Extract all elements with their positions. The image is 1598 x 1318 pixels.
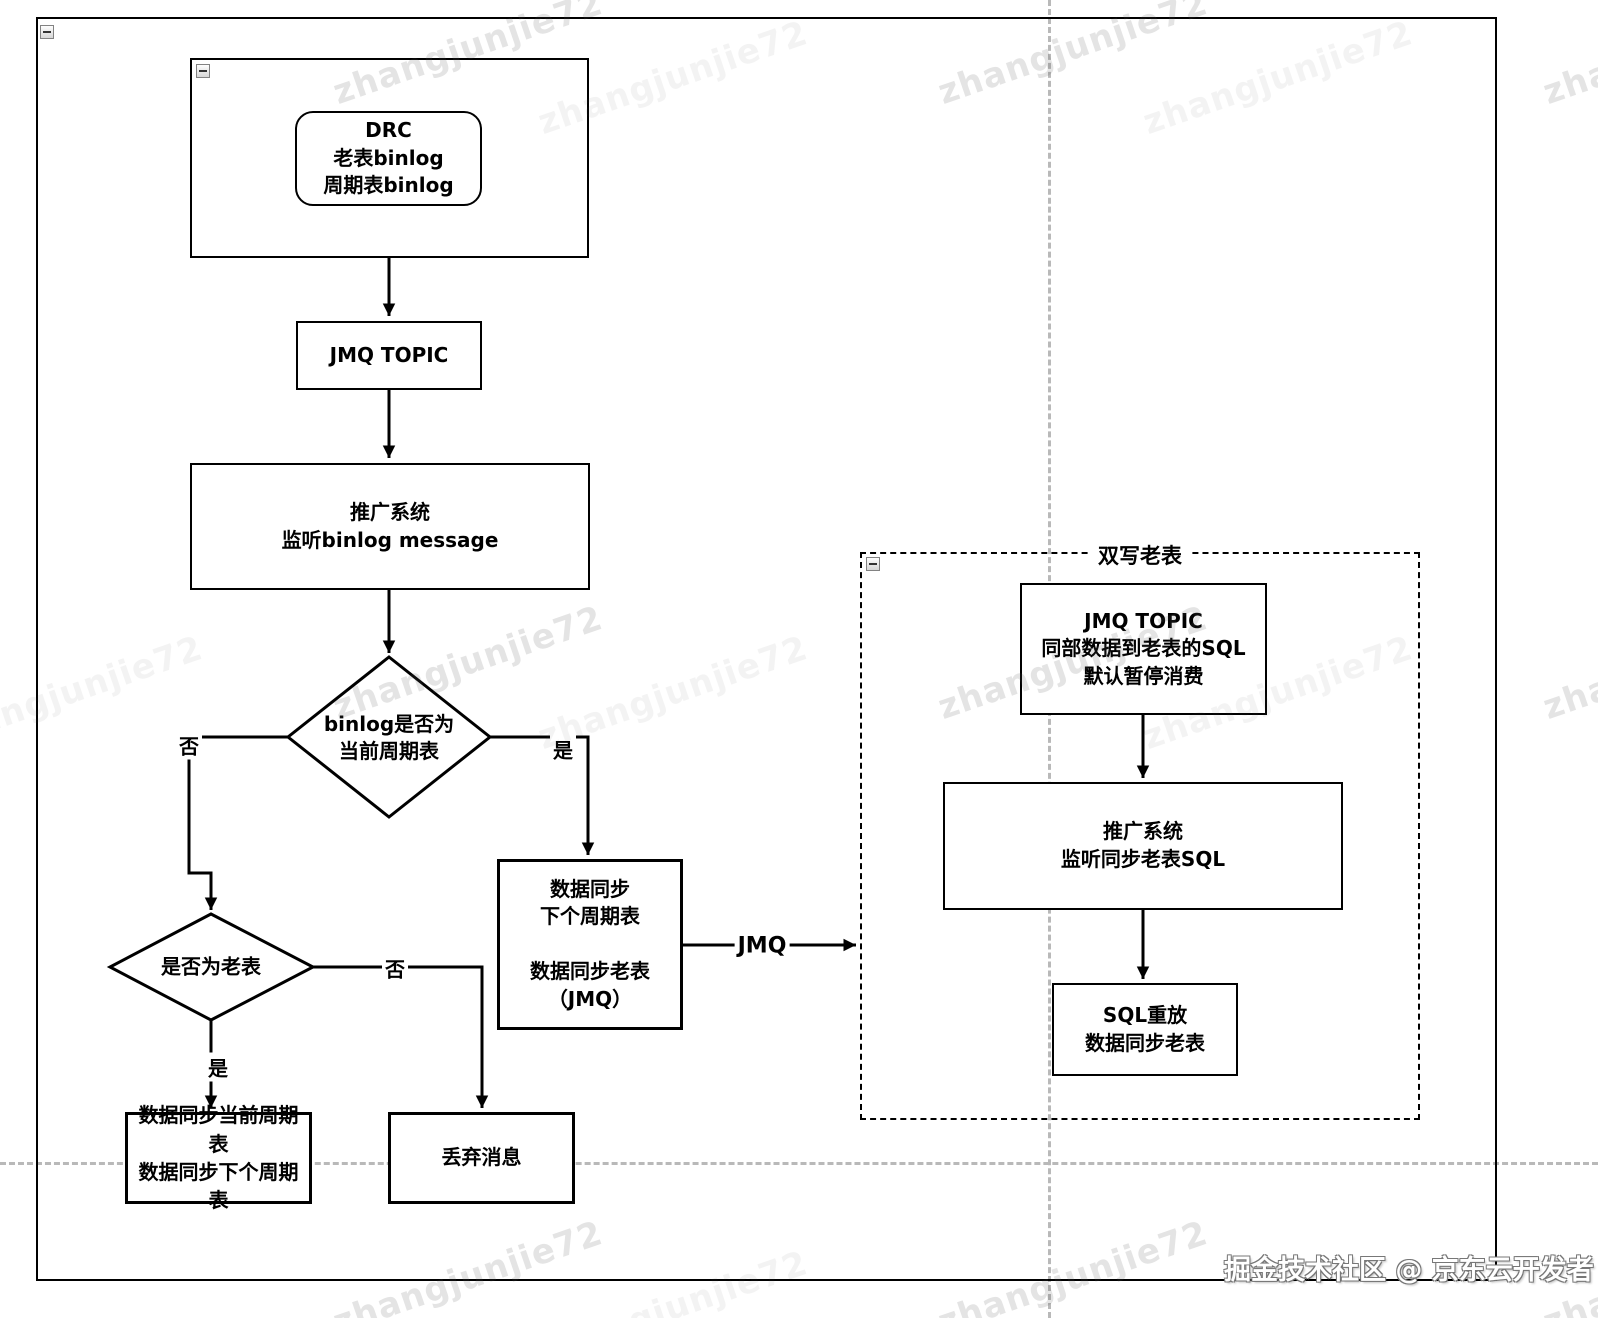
watermark-text: zhangjunjie72	[1538, 598, 1598, 728]
site-credit: 掘金技术社区 @ 京东云开发者	[1224, 1255, 1594, 1286]
node-sync-next-cycle: 数据同步 下个周期表 数据同步老表 （JMQ）	[497, 859, 683, 1030]
double-write-group-frame: 双写老表	[860, 540, 1420, 1120]
outer-group-frame	[36, 17, 1497, 1281]
collapse-icon[interactable]	[196, 64, 210, 78]
watermark-text: zhangjunjie72	[1538, 0, 1598, 113]
connector-oldtable-no-to-discard	[313, 965, 489, 1108]
edge-label-yes: 是	[550, 734, 576, 764]
node-jmq-topic: JMQ TOPIC	[296, 321, 482, 390]
edge-label-no: 否	[176, 730, 202, 760]
node-drc: DRC 老表binlog 周期表binlog	[295, 111, 482, 206]
node-promo-listener: 推广系统 监听binlog message	[190, 463, 590, 590]
connector-decision-yes-to-syncnext	[490, 735, 595, 855]
decision-old-table-diamond	[106, 912, 317, 1022]
page-guide-horizontal	[0, 1162, 1598, 1165]
double-write-group-title: 双写老表	[1090, 540, 1190, 570]
decision-old-table-label: 是否为老表	[161, 954, 261, 979]
node-sql-replay: SQL重放 数据同步老表	[1052, 983, 1238, 1076]
collapse-icon[interactable]	[866, 557, 880, 571]
decision-binlog-diamond	[285, 655, 493, 819]
collapse-icon[interactable]	[40, 25, 54, 39]
decision-binlog-label: binlog是否为 当前周期表	[323, 712, 455, 763]
edge-label-yes: 是	[205, 1052, 231, 1082]
minus-icon	[199, 70, 207, 72]
minus-icon	[869, 563, 877, 565]
minus-icon	[43, 31, 51, 33]
edge-label-no: 否	[382, 953, 408, 983]
connector-decision-no-to-oldtable	[187, 735, 288, 910]
node-sync-current-cycle: 数据同步当前周期 表 数据同步下个周期 表	[125, 1103, 312, 1212]
edge-label-jmq: JMQ	[734, 933, 790, 959]
node-discard-message: 丢弃消息	[388, 1112, 575, 1204]
node-jmq-topic-2: JMQ TOPIC 同部数据到老表的SQL 默认暂停消费	[1020, 583, 1267, 715]
node-promo-listener-2: 推广系统 监听同步老表SQL	[943, 782, 1343, 910]
